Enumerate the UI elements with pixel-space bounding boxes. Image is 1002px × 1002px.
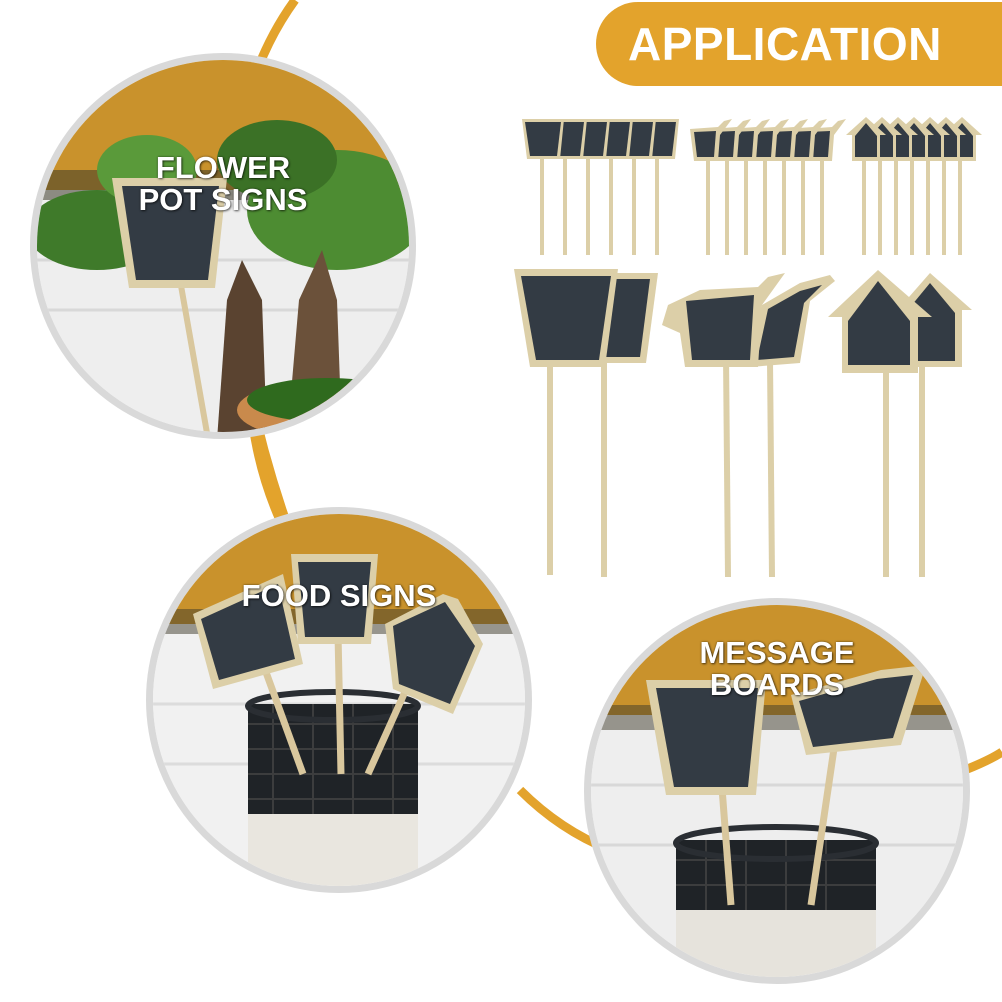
message-boards-scene: [591, 605, 963, 977]
small-pot-stake: [522, 119, 564, 255]
small-can-stake: [690, 119, 732, 255]
flower-pot-scene: [37, 60, 409, 432]
large-house-stakes: [828, 270, 972, 577]
food-signs-photo: FOOD SIGNS: [146, 507, 532, 893]
small-house-stakes: [846, 117, 982, 255]
page-title: APPLICATION: [628, 18, 942, 70]
flower-pot-signs-label: FLOWER POT SIGNS: [138, 150, 308, 217]
food-signs-label: FOOD SIGNS: [241, 578, 437, 613]
product-stakes-display: [514, 117, 982, 578]
message-boards-photo: MESSAGE BOARDS: [584, 598, 970, 984]
large-pot-stakes: [514, 269, 658, 577]
message-boards-label: MESSAGE BOARDS: [699, 635, 855, 702]
food-signs-scene: [153, 514, 525, 886]
small-house-stake: [846, 117, 886, 255]
title-banner: APPLICATION: [596, 2, 1002, 86]
small-pot-stakes: [522, 119, 679, 255]
small-watering-can-stakes: [690, 119, 846, 255]
flower-pot-signs-photo: FLOWER POT SIGNS: [30, 53, 416, 439]
large-watering-can-stakes: [662, 273, 835, 578]
